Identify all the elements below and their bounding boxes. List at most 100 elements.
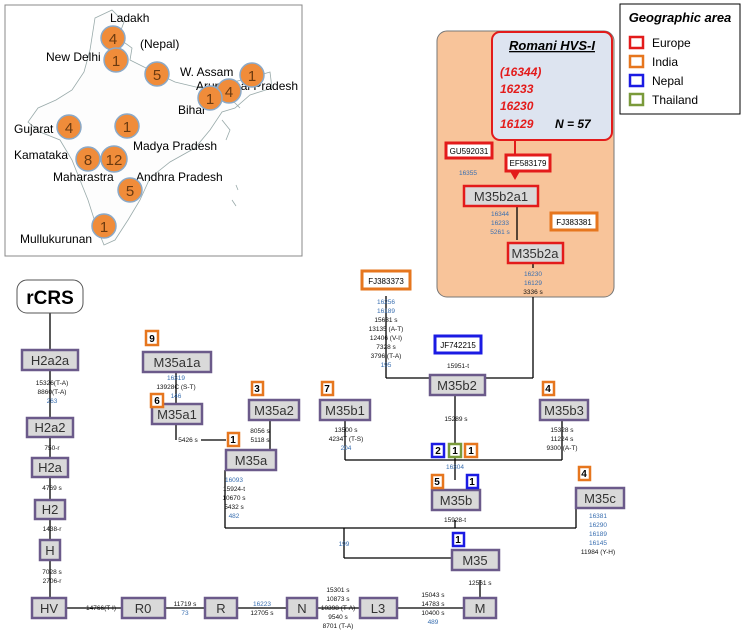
legend-swatch-europe <box>628 35 645 50</box>
svg-text:4234T (T-S): 4234T (T-S) <box>329 436 364 443</box>
node-h[interactable]: H <box>38 538 62 562</box>
svg-text:11719 s: 11719 s <box>174 601 197 608</box>
svg-text:15326(T-A): 15326(T-A) <box>36 380 69 387</box>
node-m35b2a1[interactable]: M35b2a1 <box>462 184 540 208</box>
svg-text:7028 s: 7028 s <box>42 569 62 576</box>
svg-text:3336 s: 3336 s <box>523 289 543 296</box>
svg-text:15301 s: 15301 s <box>326 587 350 594</box>
svg-text:H2: H2 <box>42 502 59 517</box>
svg-text:5: 5 <box>153 67 161 84</box>
node-m35b1[interactable]: M35b1 <box>318 398 372 422</box>
svg-text:16290: 16290 <box>589 522 607 529</box>
map-count-ladakh: 4 <box>100 25 126 51</box>
svg-text:FJ383373: FJ383373 <box>368 277 404 286</box>
svg-text:HV: HV <box>40 601 58 616</box>
svg-text:1438-r: 1438-r <box>43 526 63 533</box>
map-label-w-assam: W. Assam <box>180 65 233 79</box>
legend-label-nepal: Nepal <box>652 74 683 88</box>
node-m35[interactable]: M35 <box>450 548 501 572</box>
svg-text:8: 8 <box>84 152 92 169</box>
badge-nepal-2: 2 <box>430 442 446 459</box>
svg-text:1: 1 <box>469 477 475 488</box>
svg-text:5432 s: 5432 s <box>224 504 244 511</box>
svg-text:JF742215: JF742215 <box>440 341 476 350</box>
svg-text:15289 s: 15289 s <box>444 416 468 423</box>
node-m35b3[interactable]: M35b3 <box>538 398 590 422</box>
accession-fj383373[interactable]: FJ383373 <box>360 269 412 291</box>
svg-text:H2a2a: H2a2a <box>31 353 70 368</box>
map-count-new-delhi: 1 <box>103 47 129 73</box>
node-m35a2[interactable]: M35a2 <box>247 398 301 422</box>
node-r0[interactable]: R0 <box>120 596 167 620</box>
node-h2a[interactable]: H2a <box>30 456 70 479</box>
map-label-nepal: (Nepal) <box>140 37 179 51</box>
svg-text:195: 195 <box>381 362 392 369</box>
svg-text:R: R <box>216 601 225 616</box>
svg-text:13500 s: 13500 s <box>334 427 358 434</box>
svg-text:10873 s: 10873 s <box>326 596 350 603</box>
svg-text:M35b2a: M35b2a <box>512 246 560 261</box>
node-m35b2[interactable]: M35b2 <box>428 373 487 397</box>
map-label-mullukurunan: Mullukurunan <box>20 232 92 246</box>
badge-m35a1a-9: 9 <box>144 329 160 347</box>
svg-text:199: 199 <box>339 541 350 548</box>
svg-text:H2a2: H2a2 <box>34 420 65 435</box>
svg-text:1: 1 <box>112 53 120 70</box>
svg-text:1: 1 <box>455 535 461 546</box>
svg-text:5261 s: 5261 s <box>490 229 510 236</box>
svg-text:1: 1 <box>452 446 458 457</box>
node-n[interactable]: N <box>285 596 319 620</box>
accession-fj383381[interactable]: FJ383381 <box>549 211 599 232</box>
svg-text:15631 s: 15631 s <box>374 317 398 324</box>
legend: Geographic area Europe India Nepal Thail… <box>619 3 741 115</box>
node-r[interactable]: R <box>203 596 239 620</box>
svg-text:10400 s: 10400 s <box>421 610 445 617</box>
svg-text:5118 s: 5118 s <box>250 437 270 444</box>
svg-text:2706-r: 2706-r <box>43 578 63 585</box>
node-l3[interactable]: L3 <box>358 596 399 620</box>
svg-text:M35a: M35a <box>235 453 268 468</box>
romani-motif-1: (16344) <box>500 65 541 79</box>
svg-text:15928-t: 15928-t <box>444 517 466 524</box>
map-label-madya-pradesh: Madya Pradesh <box>133 139 217 153</box>
node-h2a2a[interactable]: H2a2a <box>20 348 80 372</box>
svg-text:H: H <box>45 543 54 558</box>
node-m35a1a[interactable]: M35a1a <box>141 350 213 374</box>
svg-text:5426 s: 5426 s <box>178 437 198 444</box>
svg-text:11984 (Y-H): 11984 (Y-H) <box>581 549 615 556</box>
svg-text:11224 s: 11224 s <box>551 436 574 443</box>
node-m35b[interactable]: M35b <box>430 488 482 512</box>
svg-text:146: 146 <box>171 393 182 400</box>
badge-m35b-5: 5 <box>430 473 445 490</box>
svg-text:3796 (T-A): 3796 (T-A) <box>371 353 402 360</box>
node-h2a2[interactable]: H2a2 <box>25 416 75 439</box>
node-m35c[interactable]: M35c <box>574 486 626 510</box>
accession-ef583179[interactable]: EF583179 <box>504 153 552 173</box>
node-m[interactable]: M <box>462 596 498 620</box>
node-hv[interactable]: HV <box>30 596 68 620</box>
legend-label-europe: Europe <box>652 36 691 50</box>
svg-text:16223: 16223 <box>253 601 271 608</box>
svg-text:M35c: M35c <box>584 491 616 506</box>
badge-m35a-1: 1 <box>226 431 241 448</box>
svg-text:M35b: M35b <box>440 493 473 508</box>
node-h2[interactable]: H2 <box>33 498 67 521</box>
accession-jf742215[interactable]: JF742215 <box>433 334 483 355</box>
accession-gu592031[interactable]: GU592031 <box>444 141 494 160</box>
node-rcrs[interactable]: rCRS <box>16 279 84 314</box>
romani-motif-3: 16230 <box>500 99 534 113</box>
map-count-madya-pradesh: 1 <box>114 113 140 139</box>
svg-text:2: 2 <box>435 446 441 457</box>
node-m35b2a[interactable]: M35b2a <box>506 241 565 265</box>
svg-text:GU592031: GU592031 <box>450 147 489 156</box>
node-m35a1[interactable]: M35a1 <box>150 402 204 426</box>
map-label-kamataka: Kamataka <box>14 148 68 162</box>
svg-text:10670 s: 10670 s <box>222 495 246 502</box>
svg-text:16230: 16230 <box>524 271 542 278</box>
map-label-new-delhi: New Delhi <box>46 50 101 64</box>
node-m35a[interactable]: M35a <box>224 448 278 472</box>
svg-text:1: 1 <box>248 68 256 85</box>
svg-text:482: 482 <box>229 513 240 520</box>
svg-text:16256: 16256 <box>377 299 395 306</box>
svg-text:M35a2: M35a2 <box>254 403 294 418</box>
